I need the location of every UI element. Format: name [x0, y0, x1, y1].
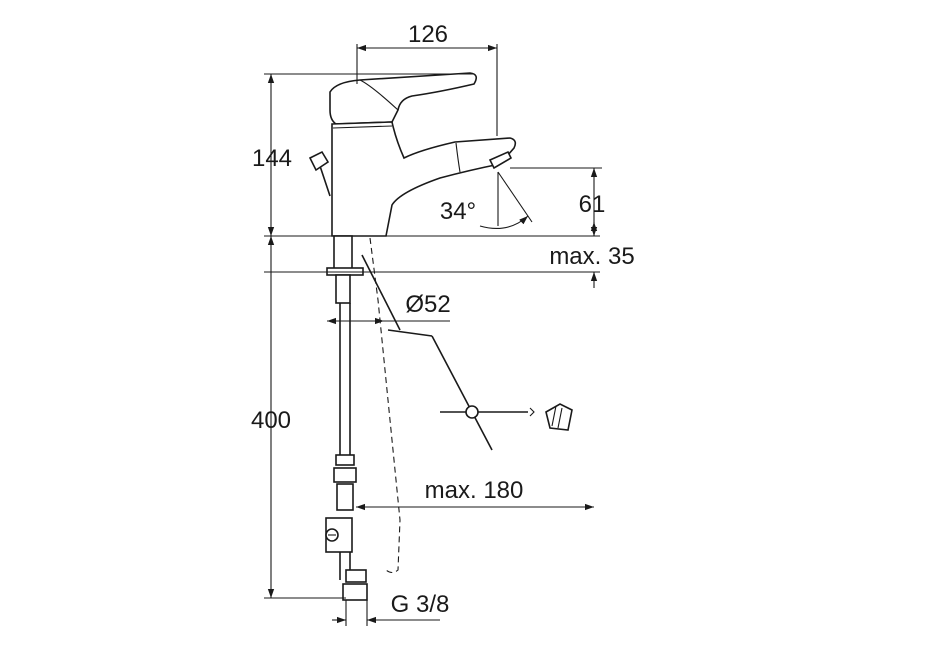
- label-hole-diameter: Ø52: [405, 291, 450, 318]
- dim-spout-reach: [356, 44, 498, 136]
- waste-rod: [361, 237, 573, 574]
- body-cylinder: [331, 121, 517, 237]
- label-waste-rod-reach: max. 180: [425, 477, 524, 504]
- dim-connection-thread: [332, 600, 440, 626]
- shank-and-hoses: [325, 235, 368, 601]
- label-hose-length: 400: [251, 407, 291, 434]
- dim-deck-thickness: [264, 222, 600, 288]
- faucet-body: [308, 72, 517, 237]
- label-height-above-deck: 144: [252, 145, 292, 172]
- label-spout-angle: 34°: [440, 198, 476, 225]
- label-connection-thread: G 3/8: [391, 591, 450, 618]
- dim-spout-angle: [479, 171, 533, 229]
- lever-handle: [329, 72, 478, 125]
- label-spout-reach: 126: [408, 21, 448, 48]
- lift-rod-knob: [308, 150, 331, 197]
- dim-height-above-deck: [264, 73, 600, 237]
- label-spout-outlet-height: 61: [579, 191, 606, 218]
- aerator: [488, 150, 513, 170]
- dim-hose-length: [264, 236, 346, 599]
- label-deck-thickness: max. 35: [549, 243, 634, 270]
